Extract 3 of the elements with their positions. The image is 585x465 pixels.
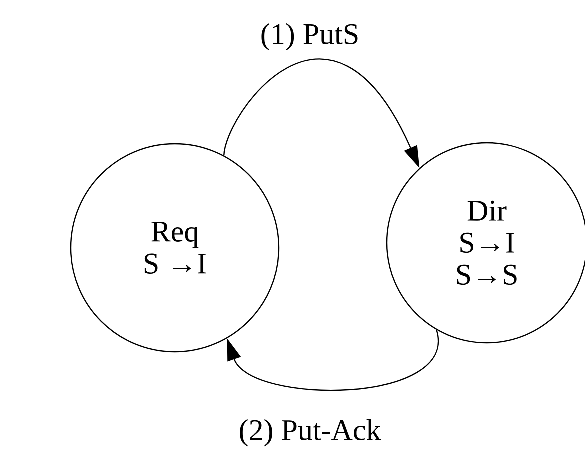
arrow xyxy=(227,330,438,392)
edge-label: (2) Put-Ack xyxy=(238,418,382,448)
edge-label: (1) PutS xyxy=(259,22,361,52)
